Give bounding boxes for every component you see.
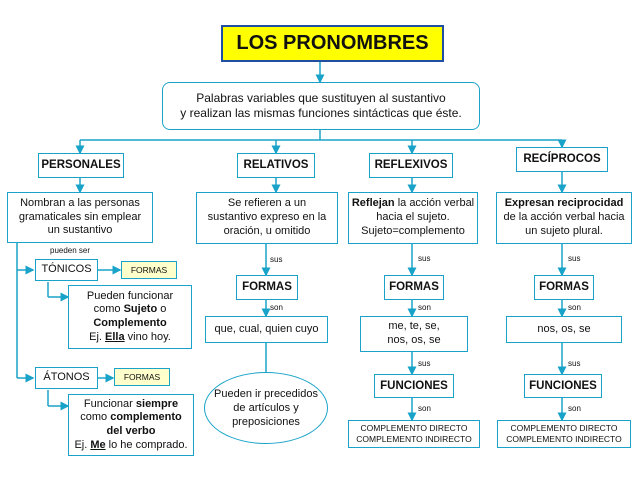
del-verbo-word: del verbo xyxy=(106,425,156,437)
reflexivos-funciones: FUNCIONES xyxy=(374,374,454,398)
reflexivos-forms: me, te, se, nos, os, se xyxy=(360,316,468,352)
atonos-description: Funcionar siempre como complemento del v… xyxy=(68,394,194,456)
tonicos-label: TÓNICOS xyxy=(35,259,98,281)
reciprocos-desc-line-3: un sujeto plural. xyxy=(525,224,603,237)
reciprocos-desc-line-1: Expresan reciprocidad xyxy=(504,197,624,210)
sujeto-word: Sujeto xyxy=(123,303,158,316)
tonicos-formas-tag: FORMAS xyxy=(121,261,177,279)
reciprocos-sus2-label: sus xyxy=(568,359,581,368)
pueden-ser-label: pueden ser xyxy=(50,246,91,255)
relativos-note-line-3: preposiciones xyxy=(232,416,300,429)
reflexivos-sus2-label: sus xyxy=(418,359,431,368)
reflexivos-son2-label: son xyxy=(418,404,431,413)
reflexivos-heading: REFLEXIVOS xyxy=(369,153,453,178)
reflexivos-functions: COMPLEMENTO DIRECTO COMPLEMENTO INDIRECT… xyxy=(348,420,480,448)
tonicos-example: Ej. Ella vino hoy. xyxy=(89,330,171,343)
me-word: Me xyxy=(90,438,106,451)
reflexivos-formas: FORMAS xyxy=(384,275,444,300)
definition-box: Palabras variables que sustituyen al sus… xyxy=(162,82,480,130)
personales-desc-line-1: Nombran a las personas xyxy=(20,196,140,209)
reflexivos-forms-line-2: nos, os, se xyxy=(387,334,441,346)
reciprocos-forms: nos, os, se xyxy=(506,316,622,343)
reciprocos-functions: COMPLEMENTO DIRECTO COMPLEMENTO INDIRECT… xyxy=(497,420,631,448)
atonos-text-line-2: como complemento xyxy=(80,411,182,424)
relativos-desc-line-1: Se refieren a un xyxy=(227,197,307,210)
personales-description: Nombran a las personas gramaticales sin … xyxy=(7,192,153,243)
siempre-word: siempre xyxy=(135,397,179,410)
reciprocos-fn-line-2: COMPLEMENTO INDIRECTO xyxy=(506,434,622,444)
reciprocos-son-label: son xyxy=(568,303,581,312)
definition-line-2: y realizan las mismas funciones sintácti… xyxy=(180,106,462,120)
reflexivos-son-label: son xyxy=(418,303,431,312)
reflexivos-fn-line-1: COMPLEMENTO DIRECTO xyxy=(360,423,468,434)
atonos-text-line-1: Funcionar siempre xyxy=(83,397,179,410)
reciprocos-formas: FORMAS xyxy=(534,275,594,300)
personales-desc-line-2: gramaticales sin emplear xyxy=(18,210,142,223)
complemento-word: Complemento xyxy=(93,317,167,329)
reflexivos-desc-line-3: Sujeto=complemento xyxy=(361,224,465,237)
reflexivos-description: Reflejan la acción verbal hacia el sujet… xyxy=(348,192,478,244)
reflexivos-desc-line-1: Reflejan la acción verbal xyxy=(351,197,475,210)
definition-line-1: Palabras variables que sustituyen al sus… xyxy=(196,91,446,105)
atonos-label: ÁTONOS xyxy=(35,367,98,389)
relativos-desc-line-3: oración, u omitido xyxy=(223,224,311,237)
tonicos-text-line-2: como Sujeto o xyxy=(93,303,167,316)
relativos-note-oval: Pueden ir precedidos de artículos y prep… xyxy=(204,372,328,444)
reciprocos-son2-label: son xyxy=(568,404,581,413)
atonos-formas-tag: FORMAS xyxy=(114,368,170,386)
ella-word: Ella xyxy=(105,330,125,343)
relativos-forms: que, cual, quien cuyo xyxy=(205,316,328,343)
reciprocos-desc-line-2: de la acción verbal hacia xyxy=(503,211,625,224)
tonicos-text-line-1: Pueden funcionar xyxy=(86,289,174,302)
atonos-example: Ej. Me lo he comprado. xyxy=(74,438,188,451)
personales-heading: PERSONALES xyxy=(38,153,124,178)
reflexivos-sus-label: sus xyxy=(418,254,431,263)
personales-desc-line-3: un sustantivo xyxy=(47,224,113,237)
relativos-note-line-2: de artículos y xyxy=(233,401,299,414)
relativos-heading: RELATIVOS xyxy=(237,153,315,178)
relativos-formas: FORMAS xyxy=(236,275,298,300)
relativos-desc-line-2: sustantivo expreso en la xyxy=(207,211,327,224)
relativos-sus-label: sus xyxy=(270,255,283,264)
reflexivos-fn-line-2: COMPLEMENTO INDIRECTO xyxy=(356,434,472,444)
reciprocos-heading: RECÍPROCOS xyxy=(516,147,608,172)
reflejan-word: Reflejan xyxy=(351,197,395,210)
reciprocos-description: Expresan reciprocidad de la acción verba… xyxy=(496,192,632,244)
reciprocos-funciones: FUNCIONES xyxy=(524,374,602,398)
reflexivos-forms-line-1: me, te, se, xyxy=(388,320,440,333)
complemento-word-2: complemento xyxy=(110,411,182,424)
relativos-note-line-1: Pueden ir precedidos xyxy=(214,387,318,400)
relativos-son-label: son xyxy=(270,303,283,312)
page-title: LOS PRONOMBRES xyxy=(221,25,444,62)
reciprocos-fn-line-1: COMPLEMENTO DIRECTO xyxy=(510,423,618,434)
reciprocos-sus-label: sus xyxy=(568,254,581,263)
tonicos-description: Pueden funcionar como Sujeto o Complemen… xyxy=(68,285,192,349)
reflexivos-desc-line-2: hacia el sujeto. xyxy=(376,211,450,224)
relativos-description: Se refieren a un sustantivo expreso en l… xyxy=(196,192,338,244)
